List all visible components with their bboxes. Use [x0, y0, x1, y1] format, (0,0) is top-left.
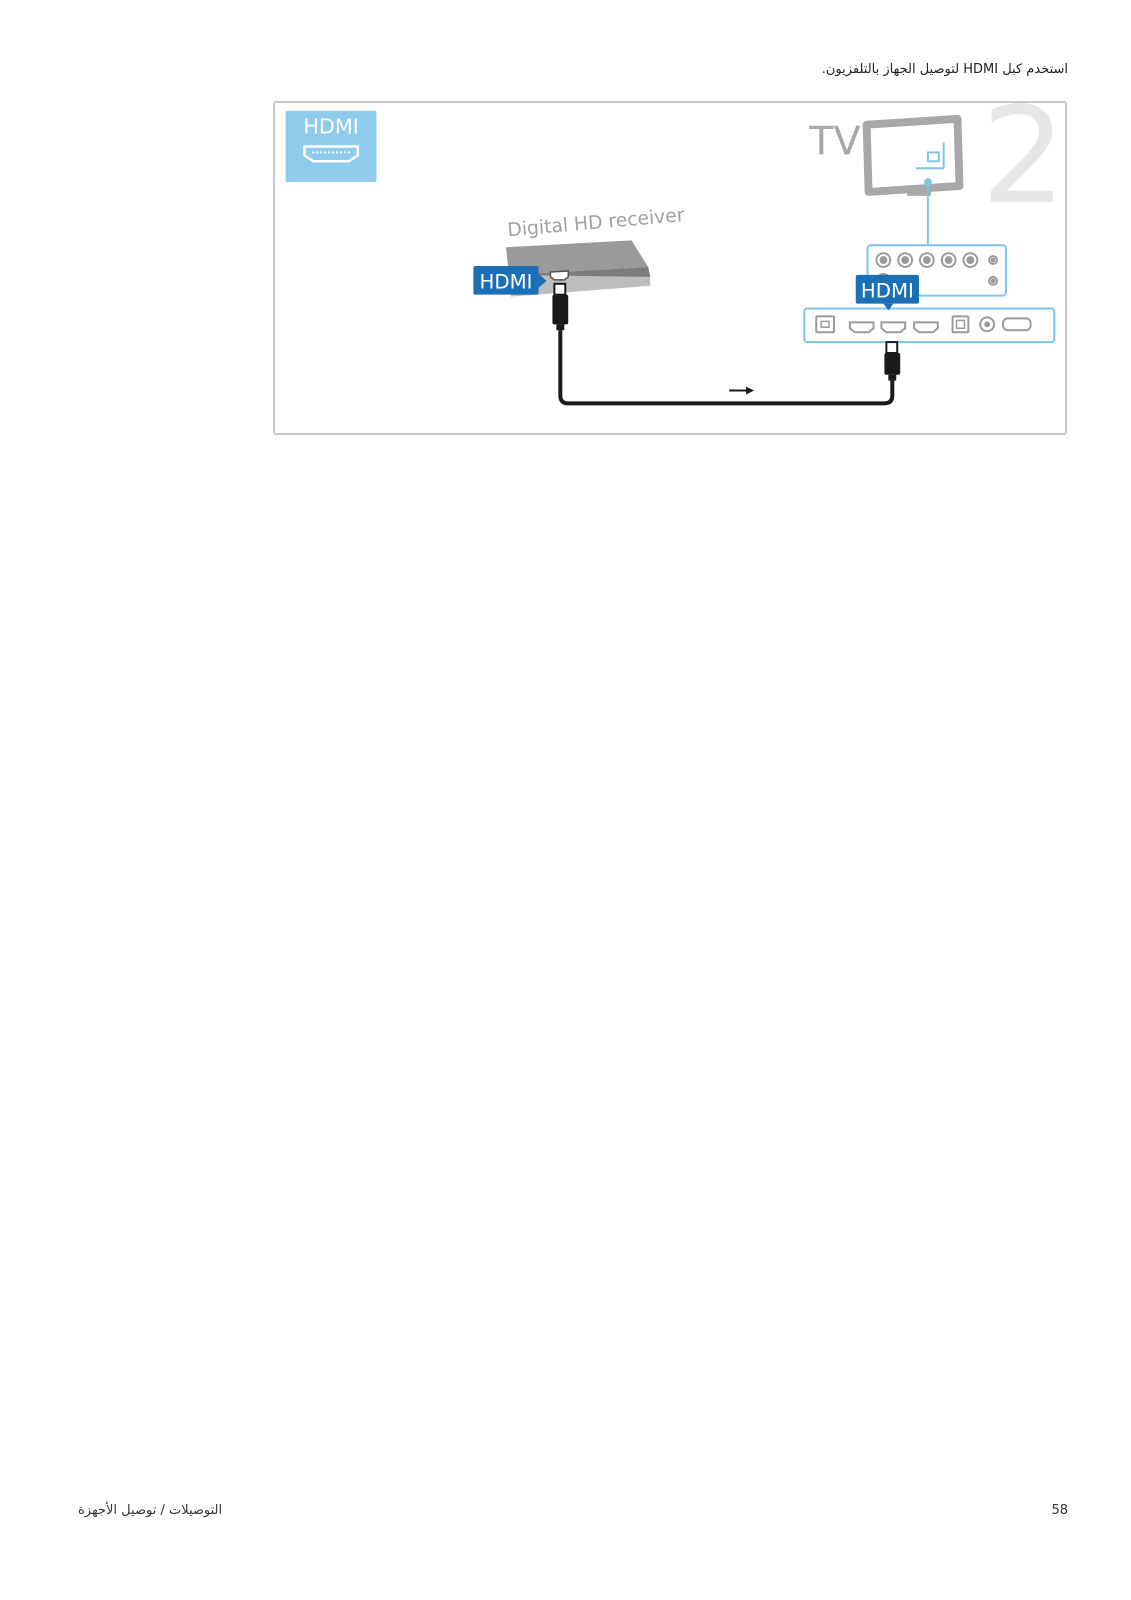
footer-breadcrumb: التوصيلات / توصيل الأجهزة — [78, 1503, 223, 1518]
tv-icon — [862, 114, 964, 196]
connection-diagram-svg: HDMI 2 TV — [285, 103, 1065, 406]
tv-port-label: HDMI — [861, 280, 914, 303]
page-number: 58 — [1051, 1503, 1068, 1518]
instruction-text: استخدم كبل HDMI لتوصيل الجهاز بالتلفزيون… — [821, 62, 1068, 77]
device-label: Digital HD receiver — [507, 205, 686, 241]
hdmi-cable — [552, 282, 901, 406]
connection-diagram: HDMI 2 TV — [273, 101, 1067, 435]
device-hdmi-badge: HDMI — [473, 266, 547, 295]
device-port-label: HDMI — [480, 271, 533, 294]
hdmi-connector-icon — [303, 145, 360, 163]
tv-connector-strip — [803, 307, 1056, 344]
hdmi-logo-tile: HDMI — [285, 110, 377, 183]
step-number: 2 — [981, 103, 1065, 234]
tv-label: TV — [808, 118, 860, 164]
tv-hdmi-badge: HDMI — [855, 274, 919, 311]
signal-direction-arrow-icon — [729, 386, 754, 395]
hdmi-logo-label: HDMI — [303, 115, 359, 139]
